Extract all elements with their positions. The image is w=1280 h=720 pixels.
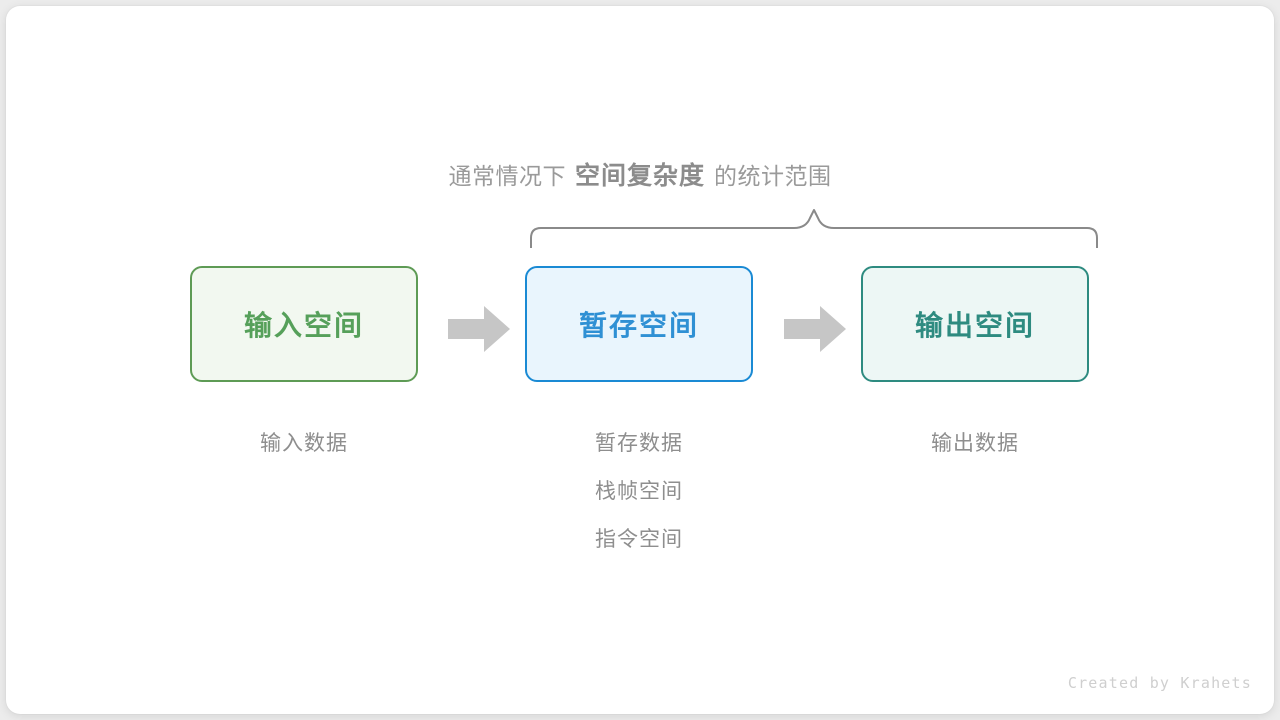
sub-labels-output: 输出数据 — [861, 420, 1089, 468]
caption-emphasis: 空间复杂度 — [574, 162, 705, 190]
box-input-space[interactable]: 输入空间 — [190, 266, 418, 382]
sub-label: 输入数据 — [260, 432, 348, 455]
box-output-space-label: 输出空间 — [914, 310, 1035, 341]
caption-suffix: 的统计范围 — [714, 163, 832, 189]
sub-label: 栈帧空间 — [595, 480, 683, 503]
curly-brace-icon — [530, 209, 1098, 248]
sub-labels-input: 输入数据 — [190, 420, 418, 468]
arrow-input-to-temp — [448, 306, 510, 352]
curly-brace-span — [524, 202, 1104, 248]
arrow-temp-to-output — [784, 306, 846, 352]
box-temp-space-label: 暂存空间 — [578, 310, 699, 341]
sub-label: 暂存数据 — [595, 432, 683, 455]
box-temp-space[interactable]: 暂存空间 — [525, 266, 753, 382]
box-output-space[interactable]: 输出空间 — [861, 266, 1089, 382]
right-arrow-icon — [784, 306, 846, 352]
credit-text: Created by Krahets — [1067, 674, 1252, 692]
sub-label: 指令空间 — [595, 528, 683, 551]
box-input-space-label: 输入空间 — [243, 310, 364, 341]
sub-labels-temp: 暂存数据 栈帧空间 指令空间 — [525, 420, 753, 564]
right-arrow-icon — [448, 306, 510, 352]
diagram-card: 通常情况下空间复杂度的统计范围 输入空间 暂存空间 输出空间 — [6, 6, 1274, 714]
sub-label: 输出数据 — [931, 432, 1019, 455]
diagram-stage: 通常情况下空间复杂度的统计范围 输入空间 暂存空间 输出空间 — [6, 6, 1274, 714]
caption-prefix: 通常情况下 — [448, 163, 566, 189]
brace-caption: 通常情况下空间复杂度的统计范围 — [6, 156, 1274, 192]
